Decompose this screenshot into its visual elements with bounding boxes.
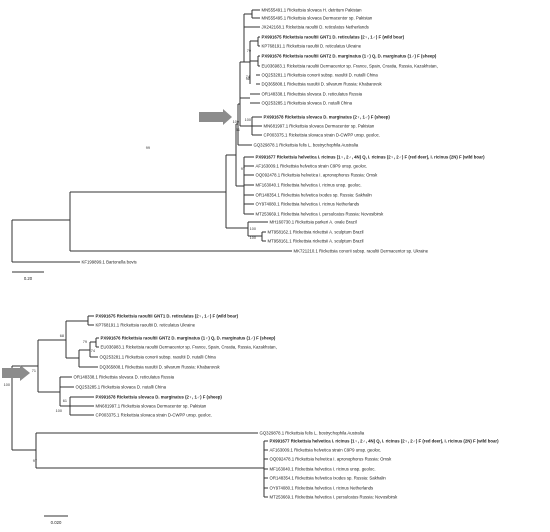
leaf-label: MK721210.1 Rickettsia conorii subsp. rao… [294,249,429,254]
leaf-label: PX991678 Rickettsia slovaca D. marginatu… [96,395,223,400]
leaf-label: PX991676 Rickettsia raoultii GNT2 D. mar… [101,336,276,341]
bottom-phylogenetic-tree: PX991675 Rickettsia raoultii GNT1 D. ret… [2,314,500,525]
bootstrap-value: 51 [236,128,240,132]
bootstrap-value: 98 [246,77,250,81]
leaf-label: MT958161.1 Rickettsia rickettsii A. scul… [268,239,364,244]
leaf-label: PX991675 Rickettsia raoultii GNT1 D. ret… [96,314,239,319]
leaf-label: MT253669.1 Rickettsia helvetica I. persu… [256,212,385,217]
leaf-label: OY974080.1 Rickettsia helvetica I. ricin… [270,486,374,491]
leaf-label: OR148338.1 Rickettsia slovaca D. reticul… [262,92,363,97]
leaf-label: OR148354.1 Rickettsia helvetica Ixodes s… [256,193,373,198]
bootstrap-value: 79 [247,49,251,53]
bootstrap-value: 100 [250,236,256,240]
bootstrap-value: 68 [60,334,64,338]
leaf-label: AF163009.1 Rickettsia helvetica strain C… [270,448,382,453]
bootstrap-value: 71 [32,369,36,373]
scale-bar-label: 0.020 [51,520,62,525]
leaf-label: MN681997.1 Rickettsia slovaca Dermacento… [96,404,207,409]
leaf-label: MF163040.1 Rickettsia helvetica I. ricin… [256,183,362,188]
highlight-arrow [199,109,232,125]
leaf-label: MN555495.1 Rickettsia slovaca Dermacento… [262,16,373,21]
leaf-label: GQ329878.1 Rickettsia felis L. bostrycho… [260,431,365,436]
bootstrap-value: 97 [33,459,37,463]
leaf-label: MN555491.1 Rickettsia slovaca H. detritu… [262,8,363,13]
leaf-label: CP003375.1 Rickettsia slovaca strain D-C… [264,133,380,138]
leaf-label: OQ092478.1 Rickettsia helvetica I. apron… [270,457,393,462]
leaf-label: EU036983.1 Rickettsia raoultii Dermacent… [101,345,277,350]
scale-bar-label: 0.20 [24,276,33,281]
leaf-label: MF163040.1 Rickettsia helvetica I. ricin… [270,467,376,472]
leaf-label: MH160730.1 Rickettsia parkeri A. ovale B… [270,220,357,225]
leaf-label: JX242168.1 Rickettsia raoultii D. reticu… [262,25,369,30]
leaf-label: OQ253285.1 Rickettsia slovaca D. nutalli… [262,101,353,106]
leaf-label: MN681997.1 Rickettsia slovaca Dermacento… [264,124,375,129]
leaf-label: OY974080.1 Rickettsia helvetica I. ricin… [256,202,360,207]
leaf-label: OR148354.1 Rickettsia helvetica Ixodes s… [270,476,387,481]
bootstrap-value: 74 [246,75,250,79]
leaf-label: PX991677 Rickettsia helvetica I. ricinus… [256,155,486,160]
bootstrap-value: 74 [91,349,95,353]
leaf-label: PX991678 Rickettsia slovaca D. marginatu… [264,115,391,120]
leaf-label: CP003375.1 Rickettsia slovaca strain D-C… [96,413,212,418]
bootstrap-value: 100 [56,409,62,413]
leaf-label: AF163009.1 Rickettsia helvetica strain C… [256,164,368,169]
leaf-label: OQ253281.1 Rickettsia conorii subsp. rao… [100,355,217,360]
leaf-label: PX991677 Rickettsia helvetica I. ricinus… [270,439,500,444]
leaf-label: OQ253281.1 Rickettsia conorii subsp. rao… [262,73,379,78]
leaf-label: OQ253285.1 Rickettsia slovaca D. nutalli… [76,385,167,390]
bootstrap-value: 100 [4,383,10,387]
bootstrap-value: 61 [63,399,67,403]
bootstrap-value: 99 [146,146,150,150]
leaf-label: KF199899.1 Bartonella bovis [82,260,137,265]
leaf-label: OQ092478.1 Rickettsia helvetica I. apron… [256,173,379,178]
leaf-label: PX991676 Rickettsia raoultii GNT2 D. mar… [262,54,437,59]
leaf-label: DQ365808.1 Rickettsia raoultii D. silvar… [100,365,221,370]
bootstrap-value: 100 [250,227,256,231]
highlight-arrow [2,365,30,381]
leaf-label: DQ365808.1 Rickettsia raoultii D. silvar… [262,82,383,87]
bootstrap-value: 100 [245,118,251,122]
leaf-label: EU036983.1 Rickettsia raoultii Dermacent… [262,64,438,69]
leaf-label: GQ329878.1 Rickettsia felis L. bostrycho… [254,143,359,148]
bootstrap-value: 97 [241,167,245,171]
leaf-label: OR148338.1 Rickettsia slovaca D. reticul… [74,375,175,380]
leaf-label: PX991675 Rickettsia raoultii GNT1 D. ret… [262,35,405,40]
top-phylogenetic-tree: MN555491.1 Rickettsia slovaca H. detritu… [11,8,486,281]
leaf-label: KP768191.1 Rickettsia raoultii D. reticu… [96,323,196,328]
leaf-label: MT958162.1 Rickettsia rickettsii A. scul… [268,230,364,235]
leaf-label: MT253669.1 Rickettsia helvetica I. persu… [270,495,399,500]
bootstrap-value: 100 [233,120,239,124]
bootstrap-value: 79 [83,340,87,344]
leaf-label: KP768191.1 Rickettsia raoultii D. reticu… [262,44,362,49]
